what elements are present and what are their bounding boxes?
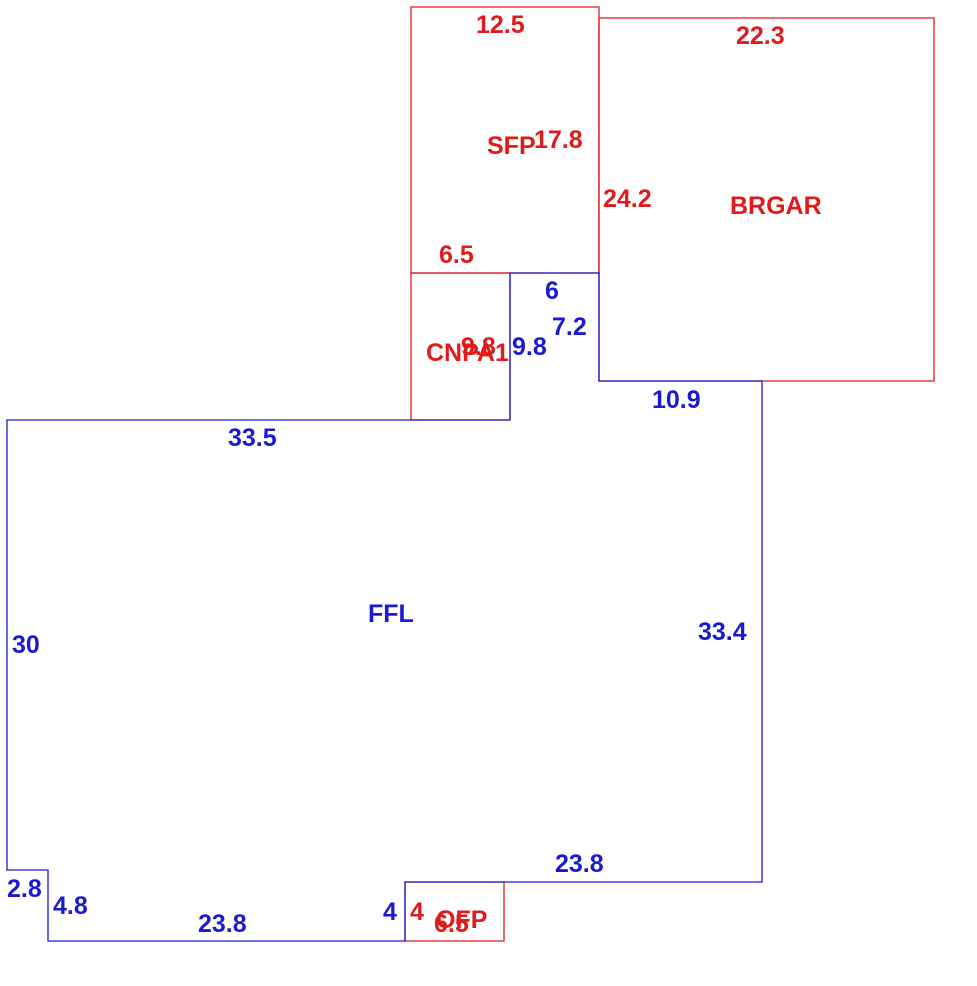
ffl-ofp-side-dimension: 4 [383,898,397,926]
sfp-top-dimension: 12.5 [476,11,525,39]
ofp-side-dimension: 4 [410,898,424,926]
ffl-left-dimension: 30 [12,631,40,659]
brgar-outline [598,17,935,382]
sfp-side-dimension: 17.8 [534,126,583,154]
cnpa-side-dimension: 9.8 [461,333,496,361]
ffl-bottom-left-dimension: 23.8 [198,910,247,938]
ffl-top-dimension: 33.5 [228,424,277,452]
ffl-right-dimension: 33.4 [698,618,747,646]
ffl-bottom-right-dimension: 23.8 [555,850,604,878]
ffl-area-label: FFL [368,600,414,628]
ffl-notch-bottom-dimension: 10.9 [652,386,701,414]
ofp-area-label: OFP [436,906,487,934]
ofp-width-dimension: 6.5 [434,910,469,938]
ffl-step-width-dimension: 4.8 [53,892,88,920]
sfp-area-label: SFP [487,132,536,160]
cnpa-area-label: CNPA1 [426,339,509,367]
notch-side-dimension-b: 9.8 [512,333,547,361]
brgar-top-dimension: 22.3 [736,22,785,50]
brgar-side-dimension: 24.2 [603,185,652,213]
notch-side-dimension-a: 7.2 [552,313,587,341]
ffl-step-height-dimension: 2.8 [7,875,42,903]
notch-top-dimension: 6 [545,277,559,305]
sfp-bottom-dimension: 6.5 [439,241,474,269]
ffl-outline [6,272,763,942]
brgar-area-label: BRGAR [730,192,822,220]
